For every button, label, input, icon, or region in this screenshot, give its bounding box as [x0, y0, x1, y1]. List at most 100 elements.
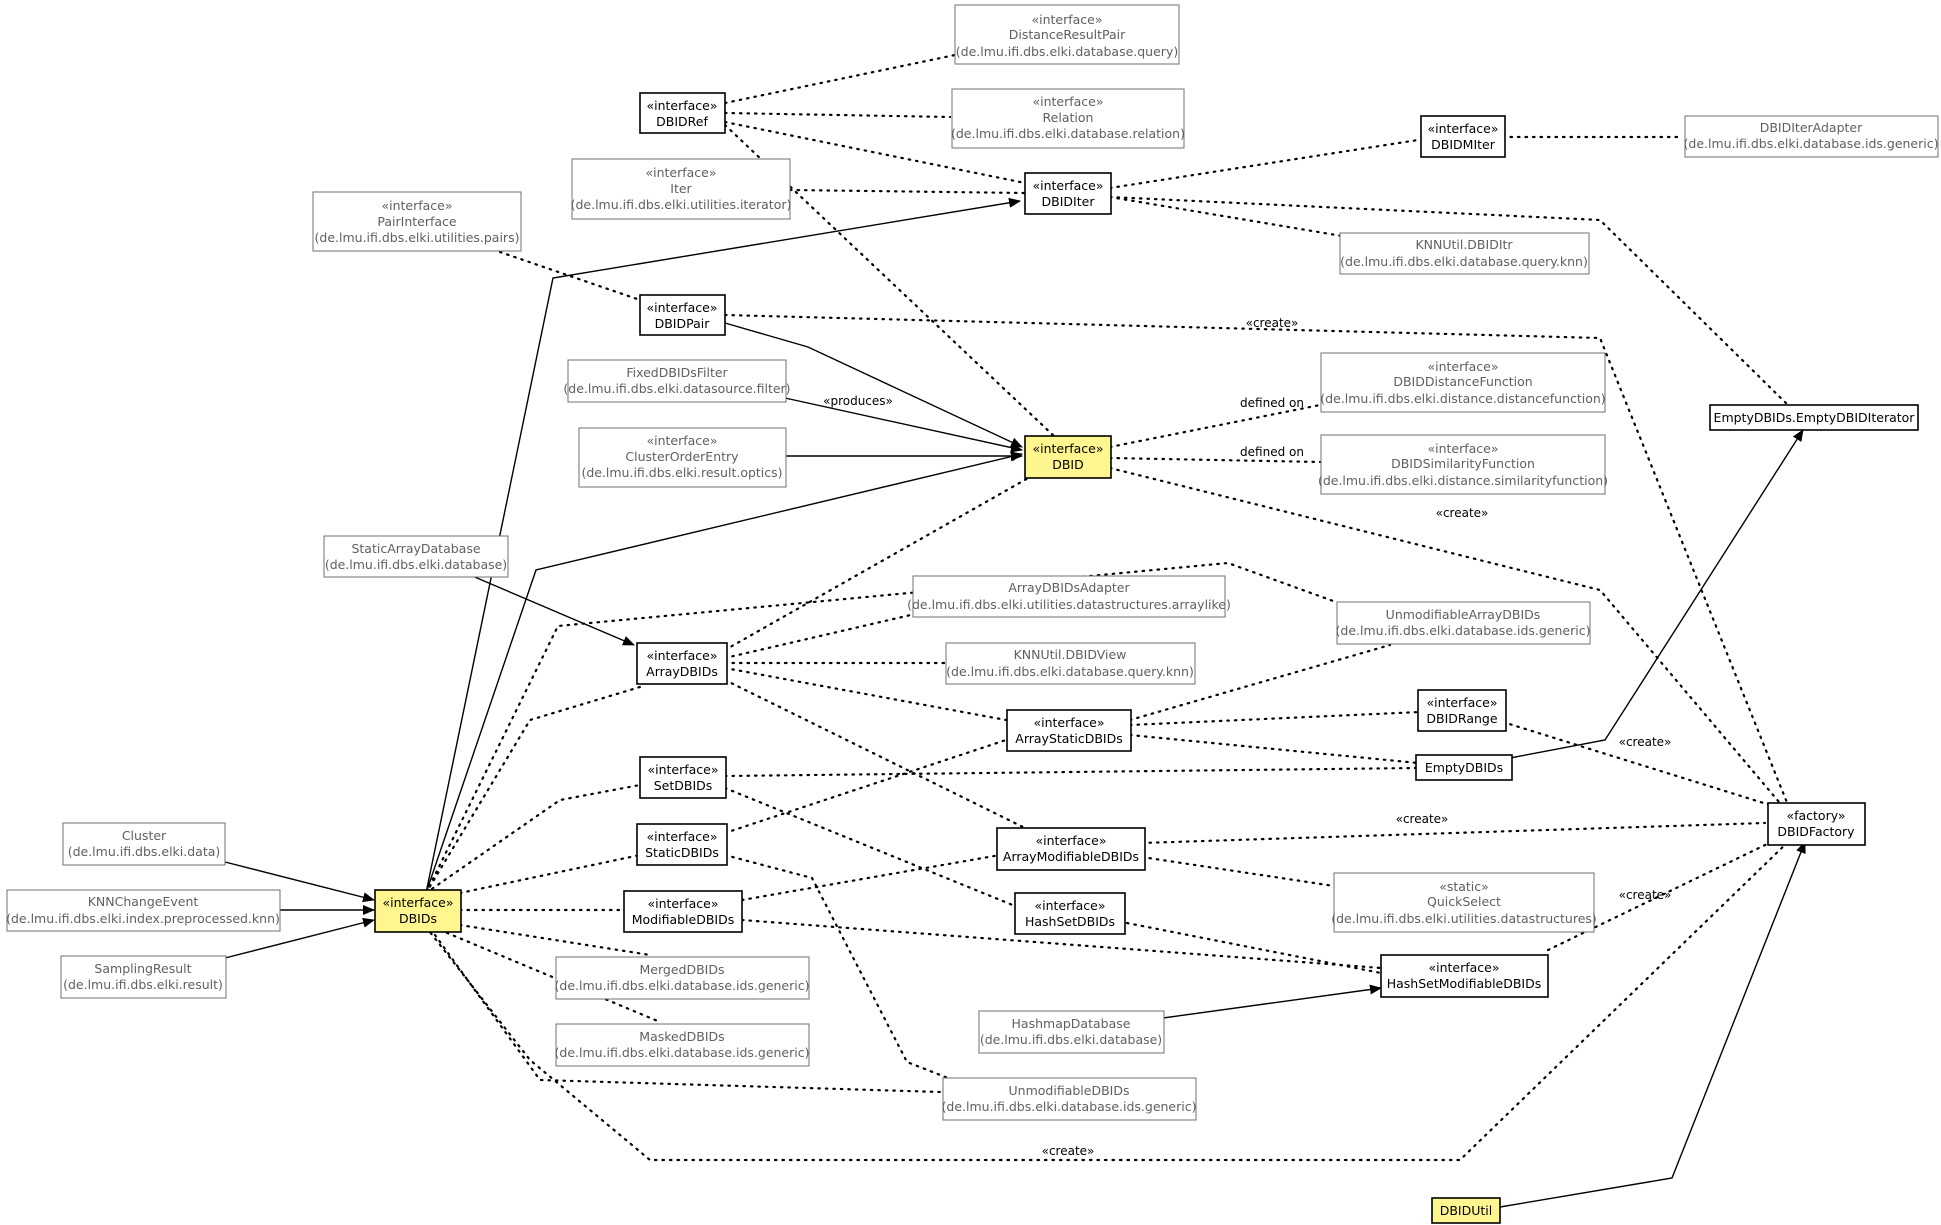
- class-mergeddbids[interactable]: MergedDBIDs (de.lmu.ifi.dbs.elki.databas…: [555, 956, 810, 1000]
- class-cluster[interactable]: Cluster (de.lmu.ifi.dbs.elki.data): [62, 822, 226, 866]
- class-dbid[interactable]: «interface» DBID: [1024, 435, 1112, 479]
- class-iter[interactable]: «interface» Iter (de.lmu.ifi.dbs.elki.ut…: [571, 158, 792, 220]
- class-distanceresultpair[interactable]: «interface» DistanceResultPair (de.lmu.i…: [954, 4, 1180, 65]
- class-stereotype: «interface»: [1031, 12, 1102, 27]
- dep-dbidref-dbiditer: [723, 120, 1027, 185]
- class-emptydbiditerator[interactable]: EmptyDBIDs.EmptyDBIDIterator: [1709, 404, 1919, 431]
- dep-dbids-mergeddbids: [458, 923, 652, 957]
- class-samplingresult[interactable]: SamplingResult (de.lmu.ifi.dbs.elki.resu…: [60, 955, 227, 999]
- class-name: MaskedDBIDs: [639, 1029, 724, 1044]
- class-fixeddbidsfilter[interactable]: FixedDBIDsFilter (de.lmu.ifi.dbs.elki.da…: [563, 359, 791, 403]
- class-emptydbids[interactable]: EmptyDBIDs: [1415, 754, 1513, 781]
- class-quickselect[interactable]: «static» QuickSelect (de.lmu.ifi.dbs.elk…: [1331, 872, 1597, 933]
- edge-label-defined-on: defined on: [1240, 396, 1304, 410]
- class-stereotype: «interface»: [1426, 695, 1497, 710]
- class-package: (de.lmu.ifi.dbs.elki.database): [325, 557, 507, 572]
- class-stereotype: «interface»: [645, 165, 716, 180]
- edge-dbidutil-to-dbidfactory: [1499, 841, 1806, 1208]
- class-name: DBIDPair: [655, 316, 711, 331]
- class-hashsetdbids[interactable]: «interface» HashSetDBIDs: [1014, 892, 1126, 935]
- class-dbidutil[interactable]: DBIDUtil: [1431, 1197, 1501, 1224]
- class-setdbids[interactable]: «interface» SetDBIDs: [639, 756, 727, 799]
- class-dbidfactory[interactable]: «factory» DBIDFactory: [1767, 802, 1866, 846]
- class-hashmapdatabase[interactable]: HashmapDatabase (de.lmu.ifi.dbs.elki.dat…: [978, 1010, 1165, 1054]
- dep-dbidref-distanceresultpair: [723, 53, 957, 105]
- class-package: (de.lmu.ifi.dbs.elki.utilities.pairs): [315, 230, 520, 245]
- class-stereotype: «interface»: [647, 896, 718, 911]
- class-dbidref[interactable]: «interface» DBIDRef: [639, 92, 726, 134]
- edge-label-create: «create»: [1396, 812, 1449, 826]
- class-knnchangeevent[interactable]: KNNChangeEvent (de.lmu.ifi.dbs.elki.inde…: [6, 889, 281, 932]
- class-stereotype: «interface»: [1427, 441, 1498, 456]
- class-hashsetmodifiabledbids[interactable]: «interface» HashSetModifiableDBIDs: [1380, 954, 1549, 998]
- dep-setdbids-emptydbids: [723, 766, 1420, 778]
- class-arraystaticdbids[interactable]: «interface» ArrayStaticDBIDs: [1006, 709, 1132, 752]
- class-dbidpair[interactable]: «interface» DBIDPair: [639, 294, 726, 336]
- edge-hashmapdatabase-to-hashsetmodifiabledbids: [1162, 984, 1382, 1019]
- dep-staticdbids-unmodifiabledbids: [723, 853, 955, 1082]
- dep-dbiditer-knnutildbiditr: [1108, 195, 1344, 238]
- class-staticarraydatabase[interactable]: StaticArrayDatabase (de.lmu.ifi.dbs.elki…: [323, 535, 509, 578]
- class-package: (de.lmu.ifi.dbs.elki.database.ids.generi…: [555, 978, 810, 993]
- dep-arraystaticdbids-dbidrange: [1128, 710, 1422, 727]
- edge-label-create: «create»: [1246, 316, 1299, 330]
- dep-arraydbids-arraydbidsadapter: [723, 612, 917, 660]
- class-name: HashmapDatabase: [1012, 1016, 1131, 1031]
- class-name: DBIDIterAdapter: [1760, 120, 1863, 135]
- class-knnutildbiditr[interactable]: KNNUtil.DBIDItr (de.lmu.ifi.dbs.elki.dat…: [1339, 232, 1590, 275]
- edge-samplingresult-to-dbids: [224, 917, 375, 959]
- class-name: SamplingResult: [94, 961, 191, 976]
- dep-dbid-dbiddistancefunction: [1108, 403, 1322, 449]
- class-name: DistanceResultPair: [1009, 27, 1126, 42]
- class-name: ClusterOrderEntry: [625, 449, 739, 464]
- class-knnutildbidview[interactable]: KNNUtil.DBIDView (de.lmu.ifi.dbs.elki.da…: [945, 642, 1196, 685]
- dep-modifiabledbids-hashsetmodifiabledbids: [740, 918, 1383, 970]
- class-name: ArrayDBIDsAdapter: [1008, 580, 1130, 595]
- class-maskeddbids[interactable]: MaskedDBIDs (de.lmu.ifi.dbs.elki.databas…: [555, 1023, 810, 1067]
- class-stereotype: «static»: [1439, 879, 1489, 894]
- class-name: DBIDs: [399, 911, 437, 926]
- class-stereotype: «interface»: [1034, 898, 1105, 913]
- dep-dbids-dbidfactory: [424, 838, 1792, 1162]
- class-name: DBIDRef: [656, 114, 708, 129]
- dep-dbid-dbidfactory: [1108, 466, 1792, 817]
- class-stereotype: «interface»: [1035, 833, 1106, 848]
- class-stereotype: «interface»: [1427, 121, 1498, 136]
- class-unmodifiabledbids[interactable]: UnmodifiableDBIDs (de.lmu.ifi.dbs.elki.d…: [942, 1077, 1197, 1121]
- class-dbidsimilarityfunction[interactable]: «interface» DBIDSimilarityFunction (de.l…: [1318, 434, 1608, 495]
- class-clusterorderentry[interactable]: «interface» ClusterOrderEntry (de.lmu.if…: [578, 427, 787, 488]
- class-name: KNNUtil.DBIDView: [1014, 647, 1127, 662]
- class-dbiditer[interactable]: «interface» DBIDIter: [1024, 172, 1112, 215]
- class-dbiddistancefunction[interactable]: «interface» DBIDDistanceFunction (de.lmu…: [1320, 352, 1606, 413]
- class-arraydbids[interactable]: «interface» ArrayDBIDs: [636, 642, 728, 685]
- class-package: (de.lmu.ifi.dbs.elki.database.query): [956, 44, 1178, 59]
- class-dbiditeradapter[interactable]: DBIDIterAdapter (de.lmu.ifi.dbs.elki.dat…: [1684, 115, 1939, 158]
- class-name: StaticDBIDs: [645, 845, 719, 860]
- class-name: KNNChangeEvent: [88, 894, 199, 909]
- class-name: Cluster: [122, 828, 167, 843]
- class-pairinterface[interactable]: «interface» PairInterface (de.lmu.ifi.db…: [312, 191, 522, 252]
- class-staticdbids[interactable]: «interface» StaticDBIDs: [636, 823, 728, 866]
- class-package: (de.lmu.ifi.dbs.elki.database.query.knn): [946, 664, 1194, 679]
- class-stereotype: «interface»: [1428, 960, 1499, 975]
- class-dbidrange[interactable]: «interface» DBIDRange: [1417, 689, 1507, 732]
- edges: [224, 53, 1806, 1208]
- class-arraydbidsadapter[interactable]: ArrayDBIDsAdapter (de.lmu.ifi.dbs.elki.u…: [907, 575, 1231, 618]
- edge-dbidpair-to-dbid: [724, 322, 1023, 448]
- class-name: ArrayDBIDs: [646, 664, 718, 679]
- class-modifiabledbids[interactable]: «interface» ModifiableDBIDs: [623, 890, 743, 933]
- class-name: PairInterface: [377, 214, 457, 229]
- edge-label-create: «create»: [1042, 1144, 1095, 1158]
- class-dbidmiter[interactable]: «interface» DBIDMIter: [1420, 115, 1506, 158]
- edge-staticarraydatabase-to-arraydbids: [469, 574, 635, 646]
- class-name: HashSetModifiableDBIDs: [1387, 976, 1542, 991]
- dep-arraystaticdbids-emptydbids: [1128, 733, 1420, 765]
- class-package: (de.lmu.ifi.dbs.elki.utilities.datastruc…: [907, 597, 1231, 612]
- class-stereotype: «interface»: [382, 895, 453, 910]
- class-stereotype: «interface»: [1032, 94, 1103, 109]
- class-relation[interactable]: «interface» Relation (de.lmu.ifi.dbs.elk…: [951, 88, 1185, 149]
- class-unmodifiablearraydbids[interactable]: UnmodifiableArrayDBIDs (de.lmu.ifi.dbs.e…: [1336, 601, 1591, 645]
- class-arraymodifiabledbids[interactable]: «interface» ArrayModifiableDBIDs: [996, 827, 1146, 871]
- class-stereotype: «interface»: [647, 762, 718, 777]
- class-dbids[interactable]: «interface» DBIDs: [374, 889, 462, 933]
